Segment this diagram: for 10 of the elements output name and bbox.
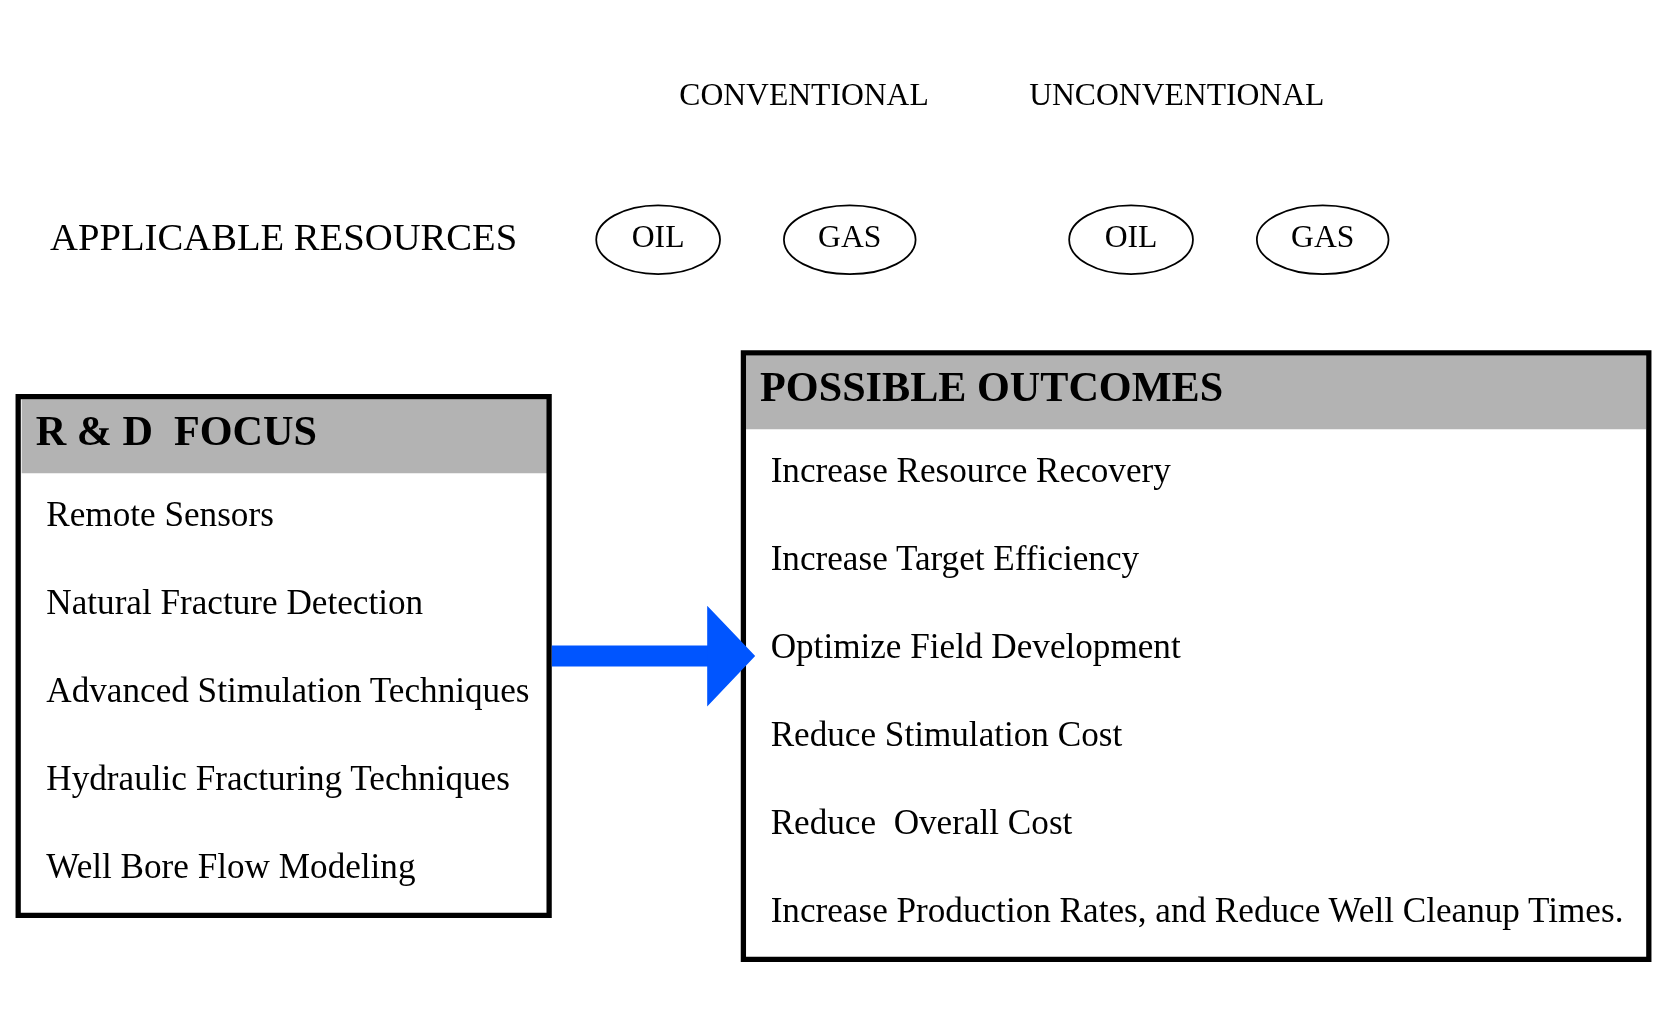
node-box: POSSIBLE OUTCOMES Increase Resource Recovery Increase Target Efficiency Optimize Field Development Reduce Stimulation Cost Reduce Overall Cost Increase Production Rates, and Reduce Well Cleanup Times.: [740, 349, 1652, 962]
node-ellipse: GAS: [1255, 203, 1390, 275]
label: CONVENTIONAL: [679, 76, 929, 112]
label: APPLICABLE RESOURCES: [50, 215, 518, 258]
node-ellipse: GAS: [783, 203, 917, 275]
node-ellipse: OIL: [595, 203, 721, 275]
node-ellipse: OIL: [1068, 203, 1194, 275]
label: UNCONVENTIONAL: [1029, 76, 1325, 112]
node-box: R & D FOCUS Remote Sensors Natural Fracture Detection Advanced Stimulation Techniques Hydraulic Fracturing Techniques Well Bore Flow Modeling: [15, 393, 552, 918]
arrow: [551, 605, 756, 706]
